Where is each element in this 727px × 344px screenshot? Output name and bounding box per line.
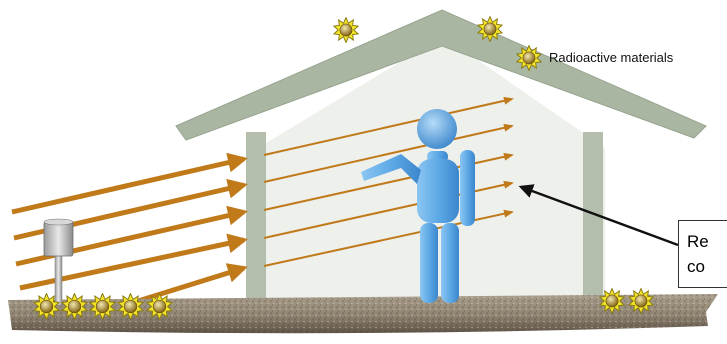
monitoring-post — [44, 219, 73, 305]
house-pillar-left — [246, 132, 266, 302]
radioactive-materials-label: Radioactive materials — [549, 50, 673, 65]
callout-text-line1: Re — [687, 229, 727, 254]
callout-text-line2: co — [687, 254, 727, 279]
callout-box: Re co — [678, 220, 727, 288]
